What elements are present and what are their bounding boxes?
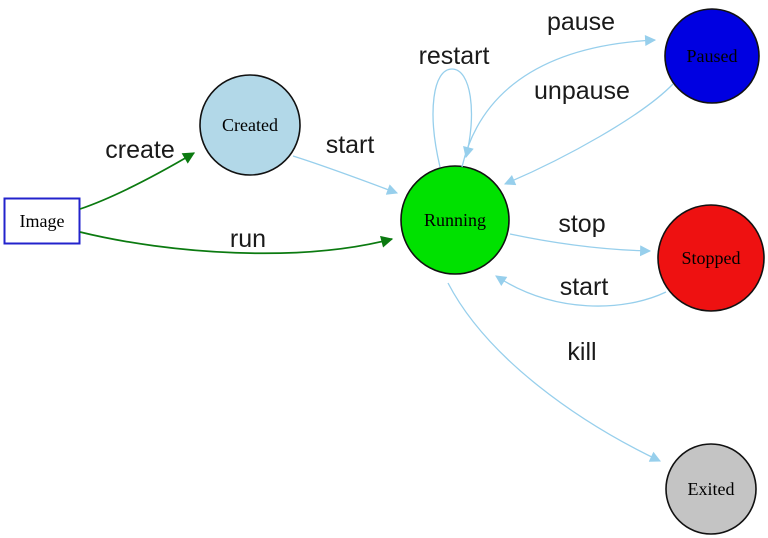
- node-running: [400, 165, 510, 275]
- node-created-label: Created: [222, 115, 278, 135]
- node-paused: [664, 8, 760, 104]
- edge-label-start-stopped: start: [560, 273, 609, 301]
- edge-run: [79, 231, 394, 255]
- edge-label-run: run: [230, 225, 266, 253]
- edge-restart-self-loop: [432, 68, 474, 168]
- node-stopped-label: Stopped: [681, 248, 740, 268]
- edge-label-restart: restart: [419, 42, 490, 70]
- edge-stop: [509, 233, 652, 257]
- edge-create: [79, 152, 196, 210]
- edge-label-create: create: [105, 136, 174, 164]
- edge-label-kill: kill: [567, 338, 596, 366]
- edge-label-unpause: unpause: [534, 77, 630, 105]
- edge-start-created-running: [292, 155, 399, 195]
- edge-label-start-created: start: [326, 131, 375, 159]
- edge-unpause: [503, 83, 674, 186]
- node-exited-label: Exited: [688, 479, 735, 499]
- node-image: [3, 197, 81, 245]
- node-exited: [665, 443, 757, 535]
- node-stopped: [657, 204, 765, 312]
- edges: [79, 35, 674, 462]
- edge-kill: [447, 282, 661, 462]
- edge-label-pause: pause: [547, 8, 615, 36]
- node-created: [199, 74, 301, 176]
- node-running-label: Running: [424, 210, 486, 230]
- edge-start-stopped-running: [495, 275, 667, 307]
- node-paused-label: Paused: [687, 46, 738, 66]
- edge-label-stop: stop: [558, 210, 605, 238]
- edge-labels: create run start restart pause unpause s…: [105, 8, 630, 366]
- edge-pause: [461, 35, 657, 168]
- node-image-label: Image: [20, 211, 65, 231]
- nodes: Image Created Running Paused Stopped Exi…: [3, 8, 765, 535]
